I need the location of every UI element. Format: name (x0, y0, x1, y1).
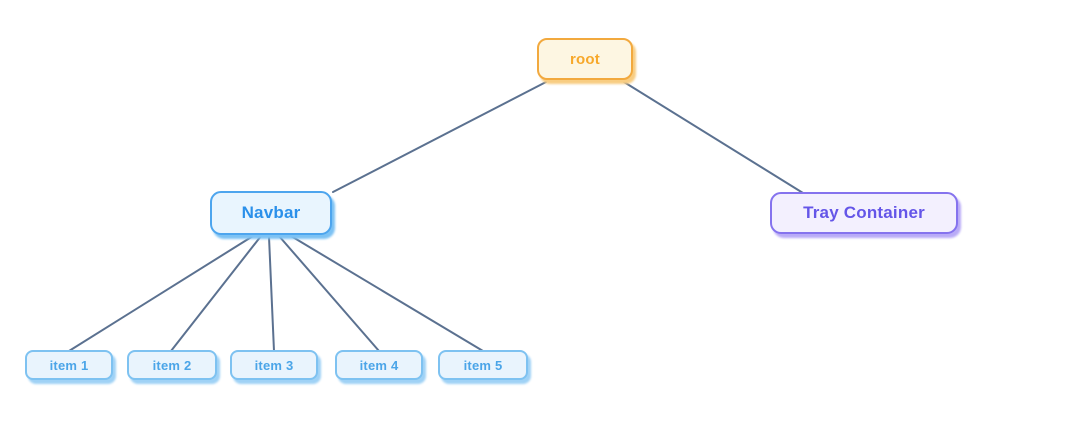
node-label-item-3: item 3 (254, 357, 294, 373)
node-tray-container[interactable]: Tray Container (770, 192, 958, 234)
node-item-3[interactable]: item 3 (230, 350, 318, 380)
node-label-item-1: item 1 (49, 357, 89, 373)
node-item-5[interactable]: item 5 (438, 350, 528, 380)
node-label-item-2: item 2 (152, 357, 192, 373)
node-label-root: root (570, 50, 600, 68)
edge-navbar-to-item-1 (68, 235, 254, 352)
edge-navbar-to-item-2 (170, 235, 262, 352)
node-label-item-4: item 4 (359, 357, 399, 373)
node-root[interactable]: root (537, 38, 633, 80)
edge-navbar-to-item-5 (290, 235, 484, 352)
edge-root-to-tray-container (623, 81, 804, 194)
node-item-1[interactable]: item 1 (25, 350, 113, 380)
node-item-2[interactable]: item 2 (127, 350, 217, 380)
node-label-tray-container: Tray Container (803, 203, 925, 222)
edge-navbar-to-item-3 (268, 236, 275, 352)
edge-navbar-to-item-4 (278, 235, 380, 352)
node-label-item-5: item 5 (463, 357, 503, 373)
node-label-navbar: Navbar (241, 203, 301, 222)
edge-root-to-navbar (332, 81, 547, 193)
node-item-4[interactable]: item 4 (335, 350, 423, 380)
node-navbar[interactable]: Navbar (210, 191, 332, 235)
